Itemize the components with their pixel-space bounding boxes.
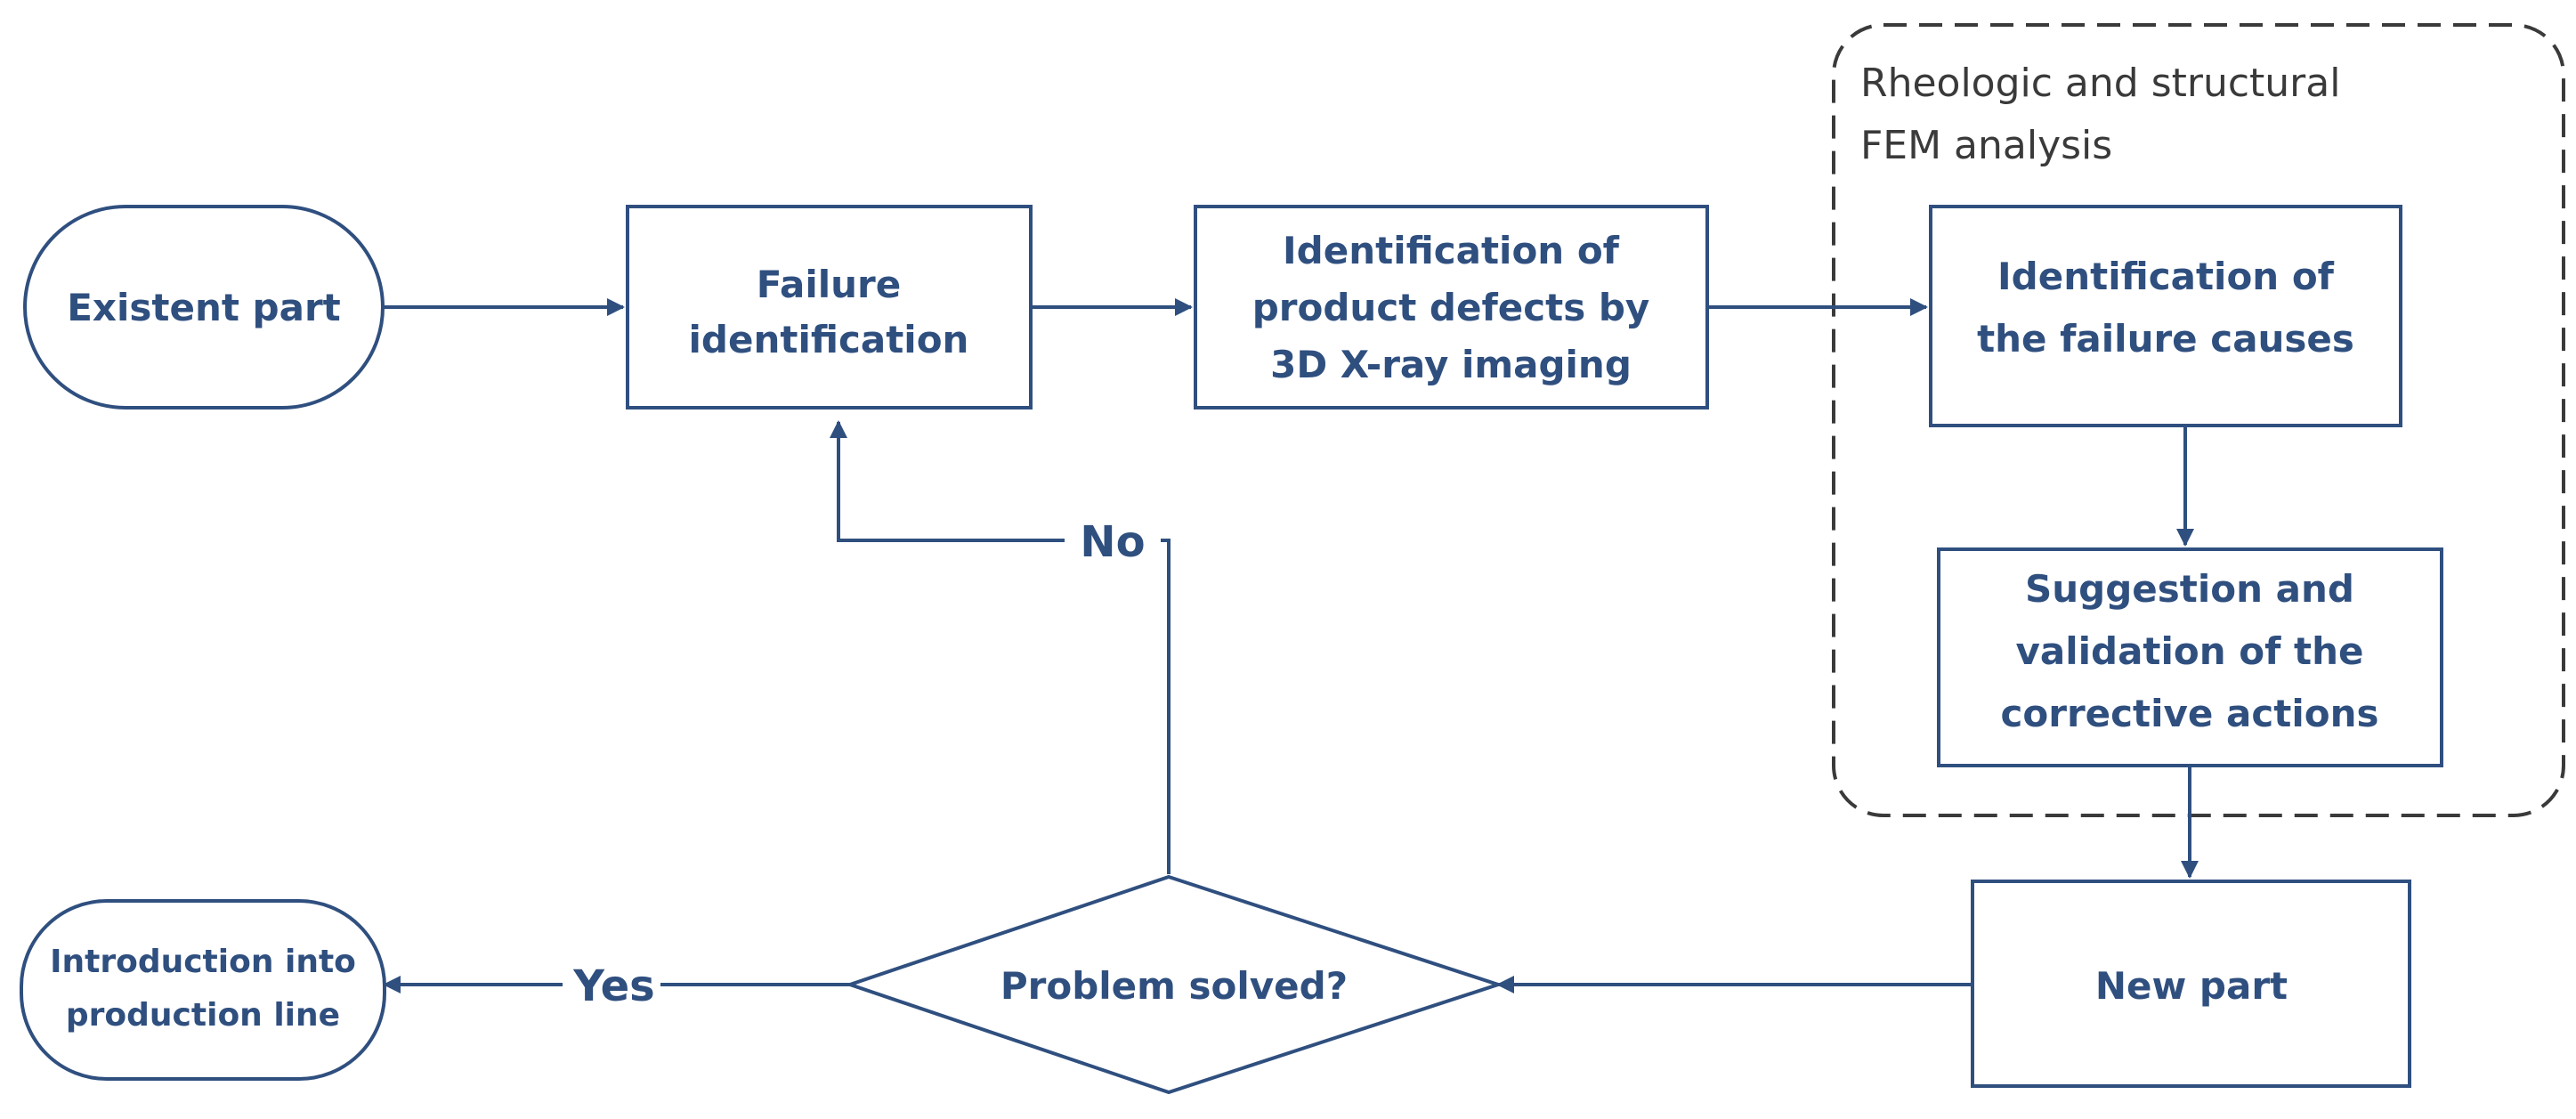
no-label-background — [1065, 516, 1161, 566]
problem-solved-decision — [844, 874, 1504, 1095]
xray-identification-node — [1194, 205, 1709, 409]
edge-decision-no-to-failure — [830, 420, 1171, 874]
failure-causes-label-line2: the failure causes — [1977, 317, 2354, 361]
new-part-node — [1971, 880, 2411, 1088]
production-line-node — [20, 899, 386, 1081]
fem-analysis-group-label-line1: Rheologic and structural — [1860, 61, 2340, 106]
no-label: No — [1080, 517, 1145, 567]
corrective-actions-node — [1937, 547, 2443, 767]
production-line-label-line2: production line — [66, 997, 340, 1034]
failure-identification-node — [626, 205, 1033, 409]
failure-causes-label-line1: Identification of — [1997, 255, 2335, 298]
yes-label: Yes — [572, 961, 654, 1011]
xray-identification-label-line3: 3D X-ray imaging — [1270, 343, 1632, 386]
corrective-actions-label-line1: Suggestion and — [2025, 567, 2354, 611]
corrective-actions-label-line3: corrective actions — [2001, 692, 2379, 735]
xray-identification-label-line1: Identification of — [1283, 229, 1620, 272]
existent-part-label: Existent part — [67, 286, 341, 329]
yes-label-background — [563, 960, 660, 1010]
fem-analysis-group — [1832, 23, 2565, 817]
production-line-label-line1: Introduction into — [50, 944, 356, 980]
new-part-label: New part — [2095, 964, 2288, 1008]
existent-part-node — [23, 205, 385, 409]
problem-solved-label: Problem solved? — [1000, 964, 1348, 1008]
corrective-actions-label-line2: validation of the — [2016, 629, 2364, 673]
failure-identification-label-line1: Failure — [757, 263, 901, 306]
failure-causes-node — [1929, 205, 2402, 427]
fem-analysis-group-label-line2: FEM analysis — [1860, 123, 2112, 168]
xray-identification-label-line2: product defects by — [1252, 286, 1650, 329]
failure-identification-label-line2: identification — [689, 318, 969, 361]
